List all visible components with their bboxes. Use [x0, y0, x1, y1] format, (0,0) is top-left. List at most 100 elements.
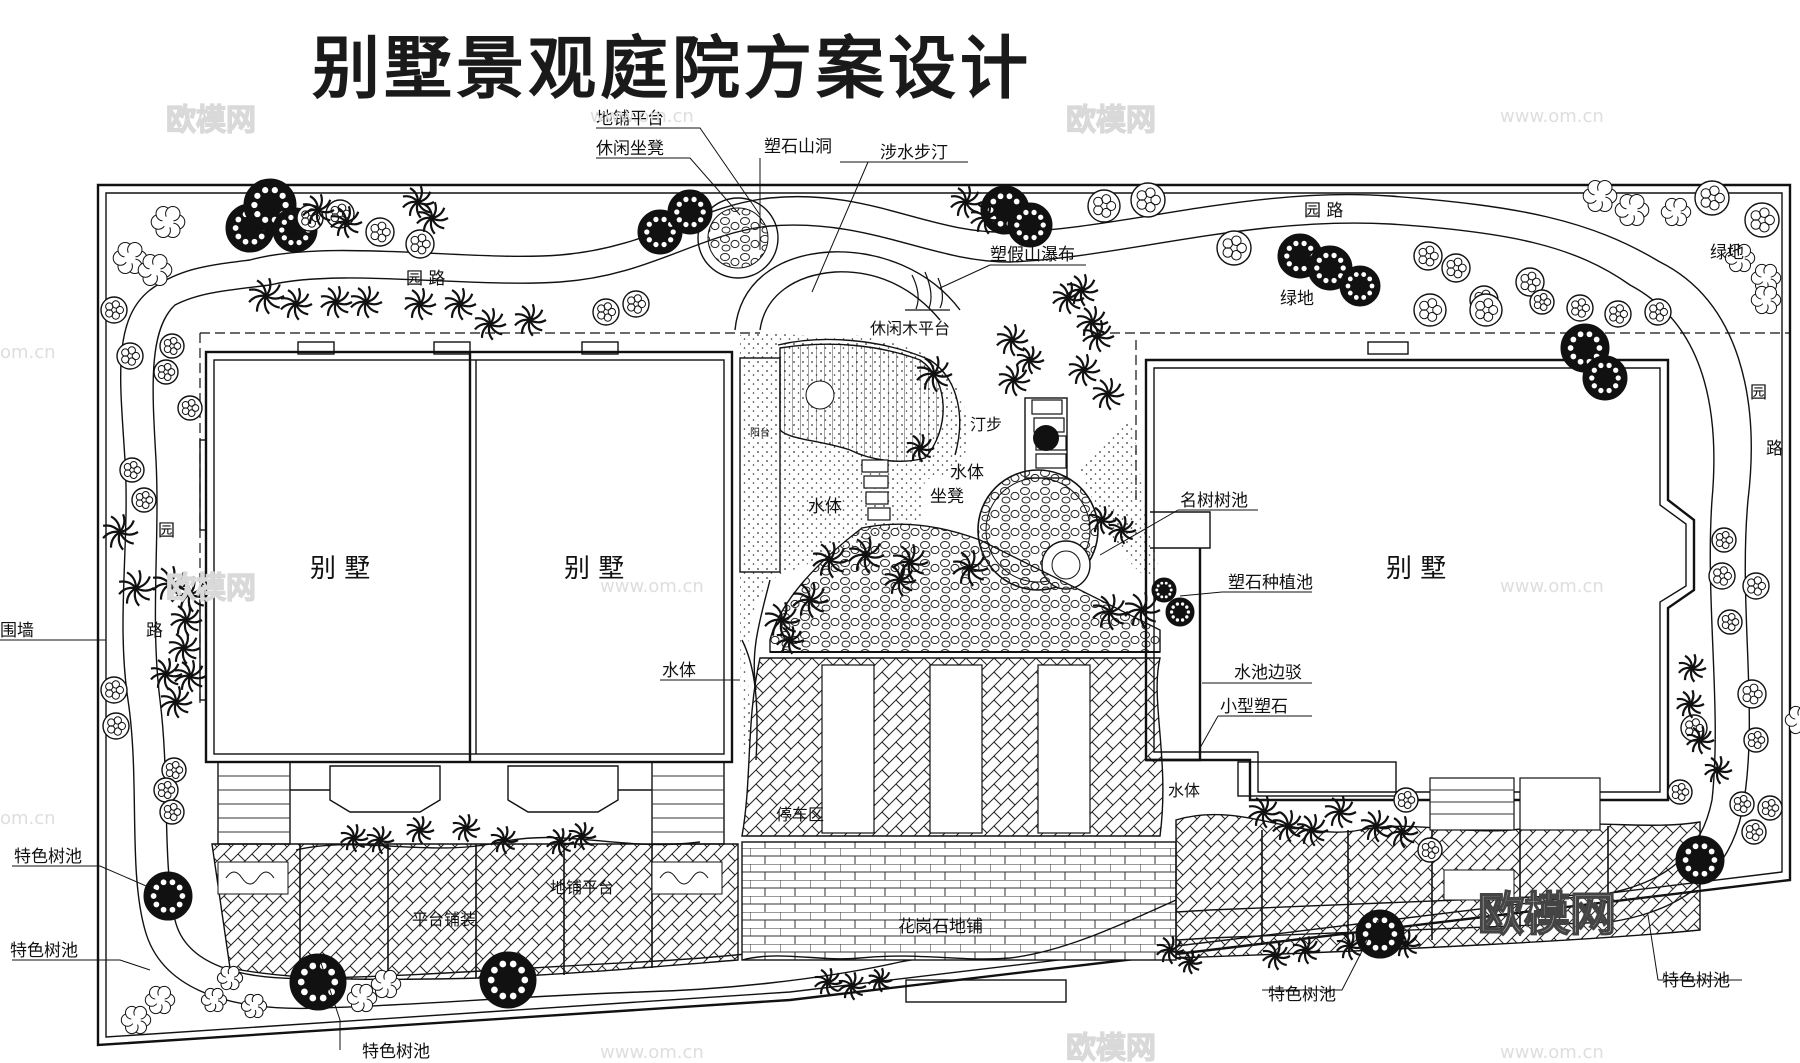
shrub-symbol [1694, 180, 1730, 216]
shrub-symbol [1604, 300, 1632, 328]
palm-symbol [792, 581, 829, 619]
palm-symbol [102, 513, 139, 551]
shrub-symbol [159, 333, 185, 359]
label-green-land-1: 绿地 [1280, 289, 1314, 309]
flowering-shrub-symbol [216, 965, 244, 991]
palm-symbol [1248, 795, 1281, 829]
annotation-leaders [0, 127, 1742, 1050]
watermarks: 欧模网 欧模网 欧模网 欧模网 www.om.cn www.om.cn www.… [0, 102, 1617, 1063]
label-rock-planter: 塑石种植池 [1228, 573, 1313, 593]
label-garden-path-left-2: 路 [146, 621, 163, 641]
shrub-symbol [1130, 182, 1166, 218]
palm-symbol [952, 549, 989, 587]
palm-symbol [775, 625, 805, 655]
palm-symbol [405, 815, 435, 845]
watermark-url-2: www.om.cn [1500, 106, 1604, 127]
shrub-symbol [1737, 679, 1767, 709]
watermark-url-short-2: om.cn [0, 808, 56, 829]
label-feature-tree-pit-5: 特色树池 [1662, 971, 1730, 991]
palm-symbol [1685, 725, 1715, 755]
shrub-symbol [1744, 202, 1780, 238]
shrub-symbol [1729, 791, 1755, 817]
palm-symbol [416, 201, 449, 235]
watermark-url-6: www.om.cn [1500, 1042, 1604, 1063]
label-green-land-2: 绿地 [1710, 243, 1744, 263]
feature-tree-pit-symbol [143, 871, 193, 921]
paving-area-label: 地铺平台 [550, 878, 614, 897]
shrub-symbol [1417, 837, 1443, 863]
label-seat: 坐凳 [930, 487, 964, 507]
flowering-shrub-symbol [240, 993, 268, 1019]
label-water-body-2: 水体 [808, 497, 842, 517]
palm-symbol [118, 569, 155, 607]
palm-symbol [848, 536, 885, 574]
flowering-shrub-symbol [144, 985, 176, 1015]
dense-tree-symbol [1339, 265, 1381, 307]
palm-symbol [1087, 505, 1117, 535]
palm-symbol [867, 967, 893, 993]
palm-symbol [1675, 689, 1705, 719]
feature-tree-pit-symbol [479, 951, 537, 1009]
watermark-brand-1: 欧模网 [166, 103, 256, 138]
planting-layer [100, 178, 1800, 1035]
palm-symbol [514, 303, 547, 337]
palm-symbol [160, 685, 193, 719]
shrub-symbol [1469, 293, 1503, 327]
palm-symbol [302, 193, 335, 227]
palm-symbol [1068, 353, 1101, 387]
watermark-url-1: www.om.cn [590, 106, 694, 127]
palm-symbol [451, 813, 481, 843]
villa-label-2: 别 墅 [564, 554, 624, 584]
palm-symbol [365, 825, 395, 855]
palm-symbol [248, 277, 285, 315]
palm-symbol [474, 307, 507, 341]
leisure-wooden-deck [779, 343, 944, 462]
shrub-symbol [1741, 819, 1767, 845]
villa-label-1: 别 墅 [310, 554, 370, 584]
feature-tree-pit-symbol [289, 953, 347, 1011]
palm-symbol [1052, 281, 1085, 315]
label-stepping-stones: 涉水步汀 [880, 143, 948, 163]
shrub-symbol [1515, 267, 1545, 297]
shrub-symbol [1441, 253, 1471, 283]
shrub-symbol [1566, 294, 1594, 322]
label-enclosure-wall: 围墙 [0, 621, 34, 641]
granite-paving-label: 花岗石地铺 [898, 917, 983, 937]
label-water-body-4: 水体 [1168, 781, 1200, 800]
shrub-symbol [1757, 795, 1783, 821]
palm-symbol [1296, 813, 1329, 847]
shrub-symbol [365, 217, 395, 247]
shrub-symbol [116, 342, 144, 370]
watermark-brand-4: 欧模网 [1066, 1031, 1156, 1063]
shrub-symbol [1742, 572, 1770, 600]
shrub-symbol [1087, 189, 1121, 223]
watermark-url-5: www.om.cn [600, 1042, 704, 1063]
palm-symbol [280, 287, 313, 321]
flowering-shrub-symbol [1750, 285, 1782, 315]
watermark-brand-2: 欧模网 [1066, 103, 1156, 138]
label-small-rock: 小型塑石 [1220, 697, 1288, 717]
feature-tree-pit-symbol [1675, 835, 1725, 885]
shrub-symbol [153, 359, 179, 385]
shrub-symbol [1216, 230, 1252, 266]
terrace-paving-label: 平台铺装 [412, 910, 476, 929]
palm-symbol [168, 631, 201, 665]
label-garden-path-1: 园 路 [406, 269, 445, 289]
rockery-waterfall [905, 271, 950, 311]
palm-symbol [813, 967, 843, 997]
palm-symbol [1177, 949, 1203, 975]
label-water-body-1: 水体 [950, 463, 984, 483]
watermark-brand-3: 欧模网 [166, 571, 256, 606]
palm-symbol [905, 433, 935, 463]
right-villa-front-terrace [1175, 777, 1701, 959]
palm-symbol [172, 575, 209, 613]
flowering-shrub-symbol [1614, 193, 1650, 227]
shrub-symbol [100, 296, 128, 324]
flowering-shrub-symbol [370, 969, 402, 999]
palm-symbol [444, 287, 477, 321]
palm-symbol [764, 601, 801, 639]
shrub-symbol [1413, 293, 1447, 327]
palm-symbol [837, 971, 867, 1001]
